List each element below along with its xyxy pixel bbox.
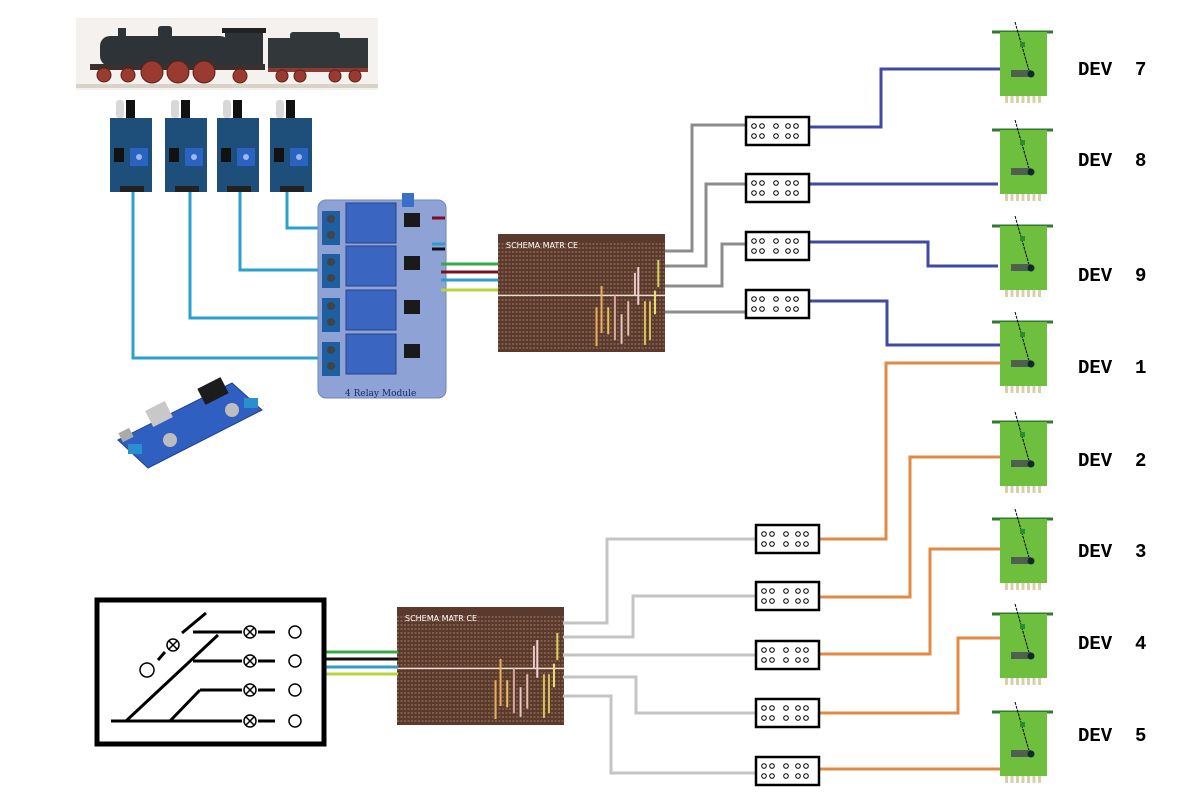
connector-blocks [744,115,821,787]
relay-to-matrix-wires [432,216,500,292]
power-module [117,377,263,469]
locomotive-image [76,18,378,90]
relay [345,289,397,331]
connector-block [754,697,821,729]
device-label: DEV 1 [1078,357,1146,379]
ir-sensor [165,100,207,192]
ir-sensor [110,100,152,192]
connector-block [744,230,811,262]
relay [345,202,397,244]
device-group: DEV 7 DEV 8 DEV 9 DEV 1 DEV 2 DEV 3 DEV 4 DEV 5 [992,21,1146,783]
panel-to-matrix-wires [326,650,398,676]
panel-button [288,625,302,639]
connector-block [754,523,821,555]
indicator-lamp [243,714,257,728]
relay [345,245,397,287]
optocoupler [404,344,420,358]
sensor-wire-2 [188,192,328,320]
device-card: DEV 4 [992,603,1146,685]
device-label: DEV 8 [1078,150,1146,172]
device-label: DEV 9 [1078,265,1146,287]
device-label: DEV 7 [1078,59,1146,81]
device-card: DEV 8 [992,119,1146,201]
optocoupler [404,213,420,227]
matrix-title: SCHEMA MATR CE [405,614,477,623]
schema-matrix-top: SCHEMA MATR CE [498,234,665,352]
device-label: DEV 4 [1078,633,1146,655]
device-card: DEV 1 [992,311,1146,393]
sensor-wire-3 [238,192,328,272]
indicator-lamp [243,654,257,668]
panel-button [288,714,302,728]
device-label: DEV 5 [1078,725,1146,747]
device-card: DEV 3 [992,508,1146,590]
connector-block [754,755,821,787]
relay [345,333,397,375]
sensor-wire-1 [131,192,328,360]
optocoupler [404,256,420,270]
relay-terminal-block [322,254,340,288]
connector-block [754,639,821,671]
connector-block [744,115,811,147]
track-control-panel [94,597,327,747]
optocoupler [404,300,420,314]
relay-terminal-block [322,211,340,245]
ir-sensor-group [110,100,312,192]
indicator-lamp [243,683,257,697]
panel-button [288,683,302,697]
device-label: DEV 3 [1078,541,1146,563]
connector-block [744,288,811,320]
relay-terminal-block [322,342,340,376]
bottom-matrix-to-connector-wires [563,537,756,775]
device-card: DEV 5 [992,701,1146,783]
relay-module-caption: 4 Relay Module [345,389,416,399]
device-card: DEV 9 [992,215,1146,297]
ir-sensor [270,100,312,192]
matrix-title: SCHEMA MATR CE [506,241,578,250]
connector-block [754,580,821,612]
device-label: DEV 2 [1078,450,1146,472]
sensor-wire-4 [285,192,328,230]
panel-button [288,654,302,668]
bottom-connector-to-device-wires [820,361,1003,771]
relay-terminal-block [322,298,340,332]
indicator-lamp [243,625,257,639]
top-connector-to-device-wires [808,67,1000,347]
device-card: DEV 2 [992,411,1146,493]
schema-matrix-bottom: SCHEMA MATR CE [397,607,564,725]
device-card: DEV 7 [992,21,1146,103]
relay-module: 4 Relay Module [317,193,447,399]
top-matrix-to-connector-wires [665,123,746,314]
sensor-wires [131,192,328,360]
connector-block [744,172,811,204]
ir-sensor [217,100,259,192]
